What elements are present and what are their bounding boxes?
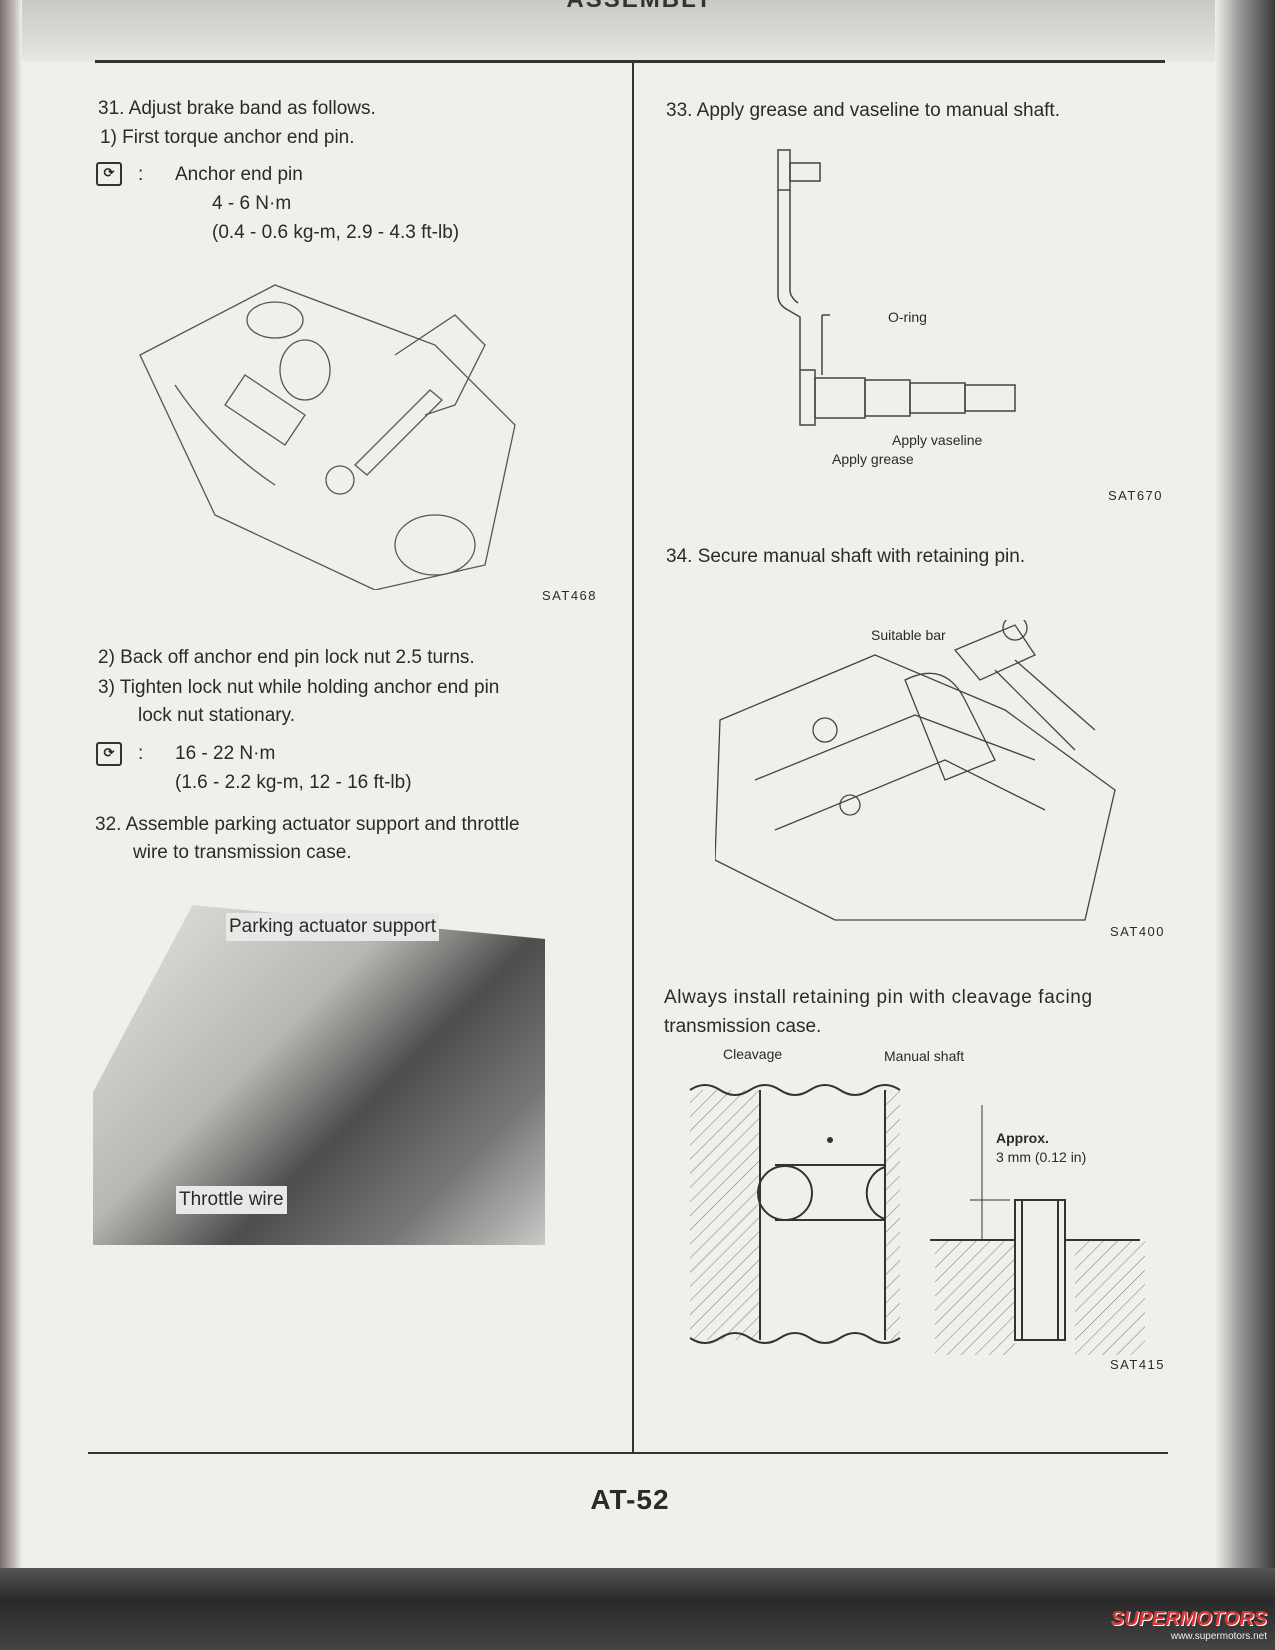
label-manual-shaft: Manual shaft: [884, 1048, 965, 1064]
figure-code-sat468: SAT468: [542, 588, 598, 603]
watermark: SUPERMOTORS www.supermotors.net: [1111, 1608, 1267, 1642]
torque-alt: (0.4 - 0.6 kg-m, 2.9 - 4.3 ft-lb): [212, 222, 460, 243]
label-parking-actuator-support: Parking actuator support: [226, 913, 440, 941]
torque-wrench-icon: ⟳: [96, 742, 122, 766]
label-approx: Approx.: [996, 1130, 1049, 1146]
figure-code-sat670: SAT670: [1108, 488, 1164, 503]
scan-edge-right: [1215, 0, 1275, 1650]
colon: :: [138, 164, 144, 185]
colon: :: [138, 743, 144, 764]
section-title: ASSEMBLY: [540, 0, 740, 14]
note-line1: Always install retaining pin with cleava…: [664, 987, 1093, 1008]
step-34-title: 34. Secure manual shaft with retaining p…: [666, 546, 1026, 567]
watermark-brand: SUPERMOTORS: [1110, 1608, 1267, 1630]
watermark-url: www.supermotors.net: [1170, 1631, 1267, 1642]
torque-wrench-icon: ⟳: [96, 162, 122, 186]
manual-shaft-illustration: [777, 149, 1016, 426]
scan-edge-left: [0, 0, 22, 1650]
page-number: AT-52: [590, 1484, 670, 1515]
step-31-sub2: 2) Back off anchor end pin lock nut 2.5 …: [98, 647, 475, 668]
cleavage-diagram: [689, 1084, 1145, 1355]
top-rule: [95, 60, 1165, 63]
label-apply-grease: Apply grease: [832, 451, 914, 467]
label-apply-vaseline: Apply vaseline: [892, 432, 983, 448]
scan-bottom-band: [0, 1568, 1275, 1650]
figure-code-sat415: SAT415: [1110, 1357, 1166, 1372]
label-suitable-bar: Suitable bar: [871, 627, 946, 643]
retaining-pin-illustration: [715, 620, 1116, 921]
header-band: [0, 0, 1275, 62]
step-31-sub3: 3) Tighten lock nut while holding anchor…: [98, 677, 500, 698]
label-o-ring: O-ring: [888, 309, 927, 325]
torque-value: 4 - 6 N·m: [212, 193, 292, 214]
torque-label: Anchor end pin: [175, 164, 303, 185]
label-dimension: 3 mm (0.12 in): [996, 1149, 1087, 1165]
label-throttle-wire: Throttle wire: [176, 1186, 287, 1214]
bottom-rule: [88, 1452, 1168, 1454]
label-cleavage: Cleavage: [723, 1046, 783, 1062]
step-32-line2: wire to transmission case.: [133, 842, 352, 863]
step-31-sub3-cont: lock nut stationary.: [138, 705, 296, 726]
step-33-title: 33. Apply grease and vaseline to manual …: [666, 100, 1060, 121]
note-line2: transmission case.: [664, 1016, 822, 1037]
torque-alt-2: (1.6 - 2.2 kg-m, 12 - 16 ft-lb): [175, 772, 412, 793]
column-divider: [632, 62, 634, 1452]
torque-value-2: 16 - 22 N·m: [175, 743, 276, 764]
step-31-sub1: 1) First torque anchor end pin.: [100, 127, 355, 148]
figure-code-sat400: SAT400: [1110, 924, 1166, 939]
parking-actuator-photo: [93, 905, 545, 1245]
step-32-line1: 32. Assemble parking actuator support an…: [95, 814, 520, 835]
brake-band-illustration: [139, 284, 516, 590]
step-31-title: 31. Adjust brake band as follows.: [98, 98, 376, 119]
